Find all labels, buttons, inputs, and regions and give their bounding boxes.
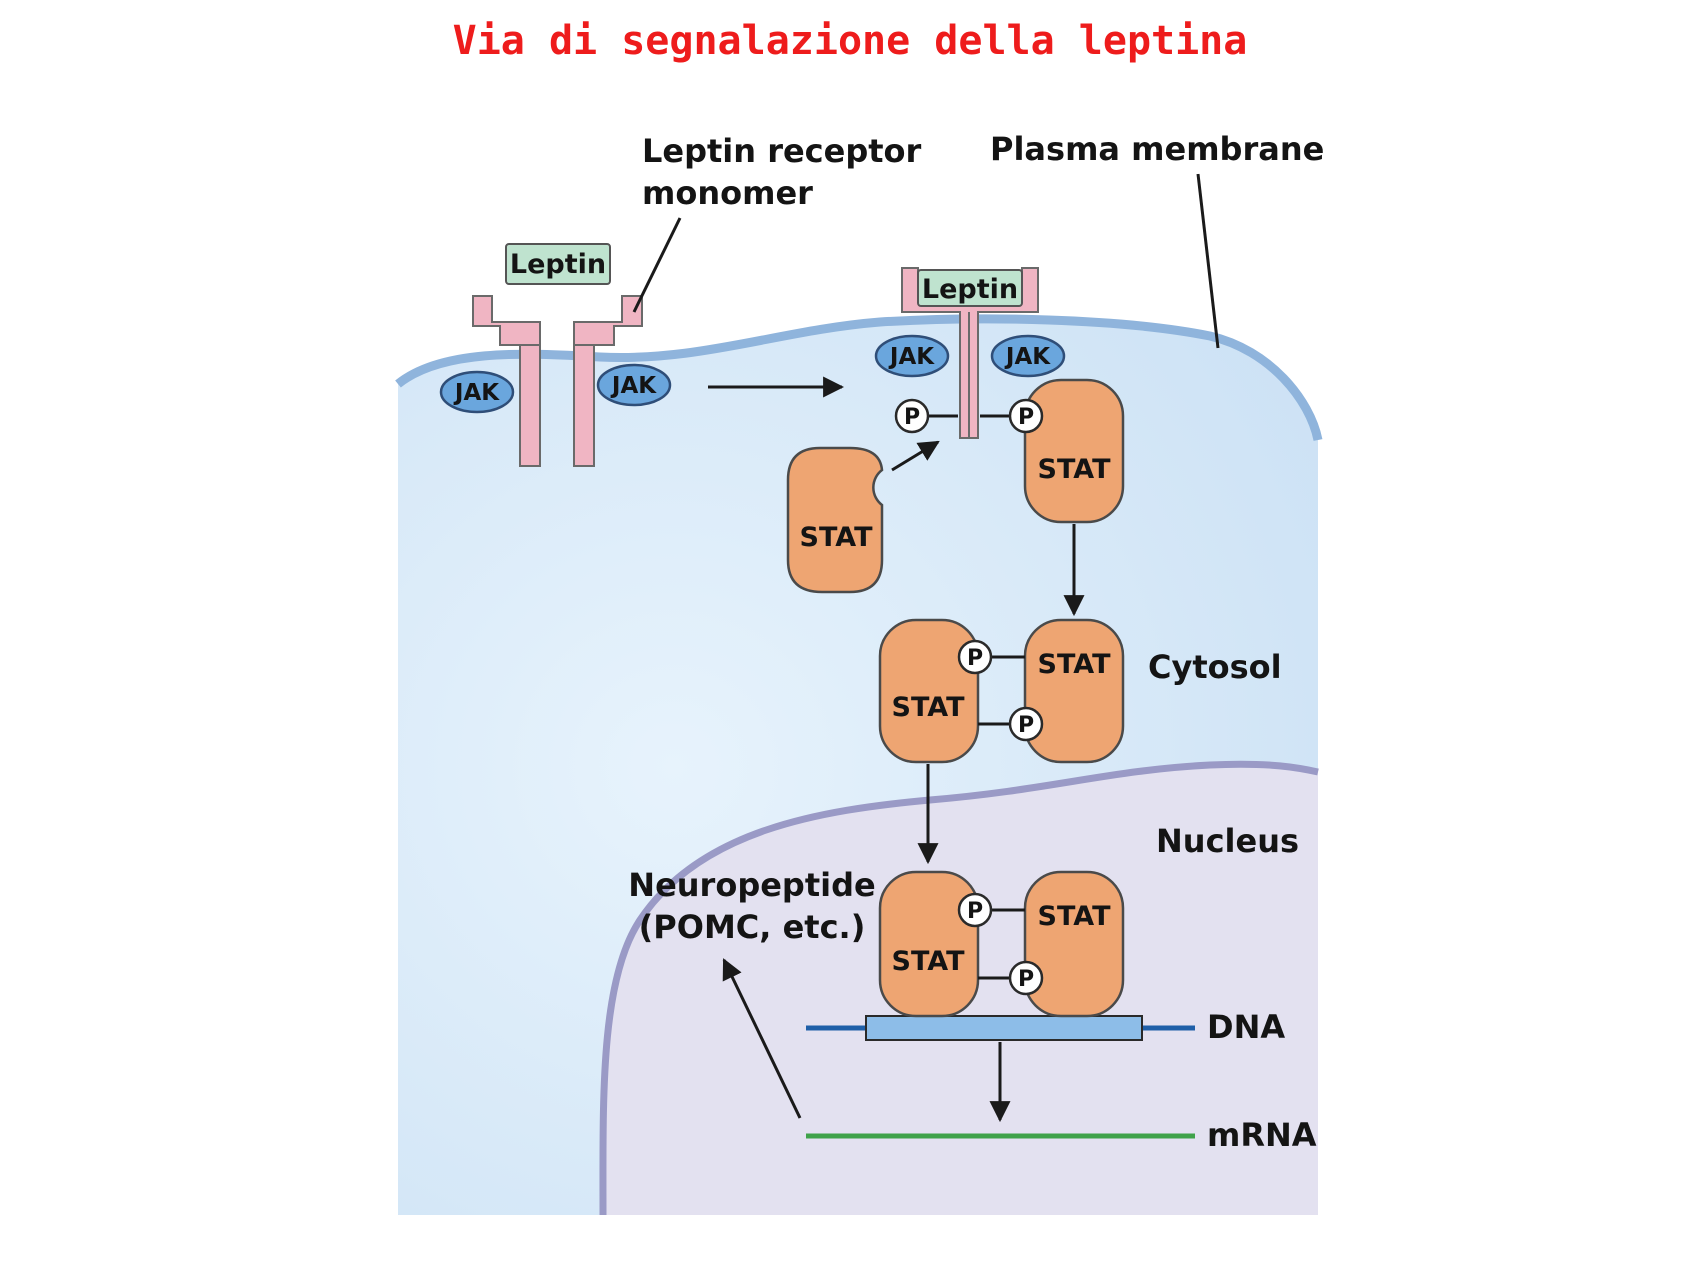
receptor-right-arm: [573, 295, 643, 346]
page-title: Via di segnalazione della leptina: [453, 18, 1248, 64]
stat-docked: [1023, 378, 1125, 524]
phosphate-cyto-top-label: P: [967, 646, 983, 671]
jak-left-1-label: JAK: [453, 380, 500, 406]
nuclear-envelope: [599, 760, 1319, 1216]
mrna-label: mRNA: [1207, 1116, 1317, 1154]
jak-right-1: [874, 334, 950, 378]
phosphate-receptor-right-label: P: [1018, 405, 1034, 430]
stat-dimer-nuc-right-label: STAT: [1038, 901, 1112, 932]
phosphate-cyto-bottom: [1008, 706, 1044, 742]
neuropeptide-label-line1: Neuropeptide: [628, 866, 875, 904]
phosphate-cyto-top: [957, 639, 993, 675]
stat-dimer-cyto-left: [878, 618, 980, 764]
cytosol-label: Cytosol: [1148, 648, 1282, 686]
stat-binding-arrow: [891, 440, 940, 472]
stat-free: [786, 446, 884, 594]
phosphate-nuc-bottom-label: P: [1018, 967, 1034, 992]
receptor-left-arm: [472, 295, 541, 346]
jak-right-2: [990, 334, 1066, 378]
stat-dimer-nuc-right: [1023, 870, 1125, 1018]
plasma-membrane-label: Plasma membrane: [990, 130, 1324, 168]
jak-right-1-label: JAK: [888, 344, 935, 370]
leptin-free-box: [505, 243, 611, 285]
jak-left-1: [439, 370, 515, 414]
stat-dimer-nuc-left: [878, 870, 980, 1018]
leptin-bound-box: [917, 269, 1023, 307]
receptor-right-stem: [573, 337, 595, 467]
stat-docked-label: STAT: [1038, 454, 1112, 485]
neuropeptide-label-line2: (POMC, etc.): [639, 908, 866, 946]
translation-arrow: [722, 958, 802, 1119]
phosphate-receptor-right: [1008, 398, 1044, 434]
leptin-free-label: Leptin: [510, 249, 606, 280]
receptor-label-line1: Leptin receptor: [642, 132, 922, 170]
leptin-bound-label: Leptin: [922, 274, 1018, 305]
phosphate-nuc-top: [957, 892, 993, 928]
phosphate-nuc-bottom: [1008, 960, 1044, 996]
stat-dimer-nuc-left-label: STAT: [892, 946, 966, 977]
plasma-membrane-pointer: [1196, 173, 1220, 349]
phosphate-nuc-top-label: P: [967, 899, 983, 924]
receptor-left-stem: [519, 337, 541, 467]
jak-left-2-label: JAK: [610, 373, 657, 399]
jak-left-2: [596, 363, 672, 407]
phosphate-cyto-bottom-label: P: [1018, 713, 1034, 738]
stat-free-label: STAT: [800, 522, 874, 553]
phosphate-receptor-left-label: P: [904, 405, 920, 430]
dna-binding-site: [865, 1015, 1143, 1041]
stat-dimer-cyto-right: [1023, 618, 1125, 764]
stat-dimer-cyto-right-label: STAT: [1038, 649, 1112, 680]
jak-right-2-label: JAK: [1004, 344, 1051, 370]
stat-dimer-cyto-left-label: STAT: [892, 692, 966, 723]
phosphate-receptor-left: [894, 398, 930, 434]
receptor-label-line2: monomer: [642, 174, 813, 212]
nucleus-label: Nucleus: [1156, 822, 1299, 860]
receptor-pointer: [632, 217, 682, 313]
dna-label: DNA: [1207, 1008, 1285, 1046]
